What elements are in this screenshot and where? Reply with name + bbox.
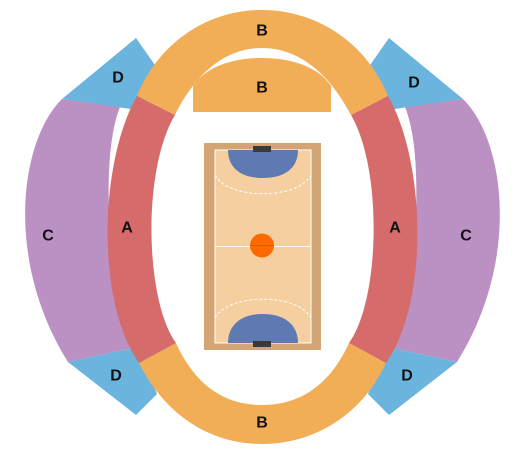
section-d-bottom-left[interactable] (68, 347, 157, 415)
section-d-bottom-right[interactable] (368, 347, 457, 415)
label-b-inner: B (256, 80, 268, 97)
goal-area-top (228, 150, 298, 178)
section-c-left[interactable] (25, 99, 139, 362)
section-a-left[interactable] (107, 96, 176, 363)
label-b-top: B (256, 23, 268, 40)
goal-area-bottom (228, 314, 298, 343)
section-d-top-left[interactable] (62, 38, 157, 110)
court-top-free-throw-line (214, 174, 312, 195)
section-d-top-right[interactable] (368, 38, 463, 110)
label-a-right: A (389, 220, 401, 237)
label-d-bottom-left: D (110, 368, 122, 385)
label-a-left: A (121, 220, 133, 237)
label-b-bottom: B (256, 415, 268, 432)
section-a-right[interactable] (349, 96, 418, 363)
label-c-left: C (42, 228, 54, 245)
court-bottom-free-throw-line (214, 298, 312, 319)
label-c-right: C (460, 228, 472, 245)
section-c-right[interactable] (387, 99, 500, 362)
label-d-top-left: D (112, 70, 124, 87)
goal-top (253, 146, 271, 152)
section-b-bottom[interactable] (139, 343, 386, 444)
goal-bottom (253, 341, 271, 347)
section-b-top[interactable] (137, 10, 388, 115)
section-b-inner[interactable] (193, 58, 331, 112)
label-d-bottom-right: D (401, 368, 413, 385)
label-d-top-right: D (408, 75, 420, 92)
court (204, 143, 321, 350)
